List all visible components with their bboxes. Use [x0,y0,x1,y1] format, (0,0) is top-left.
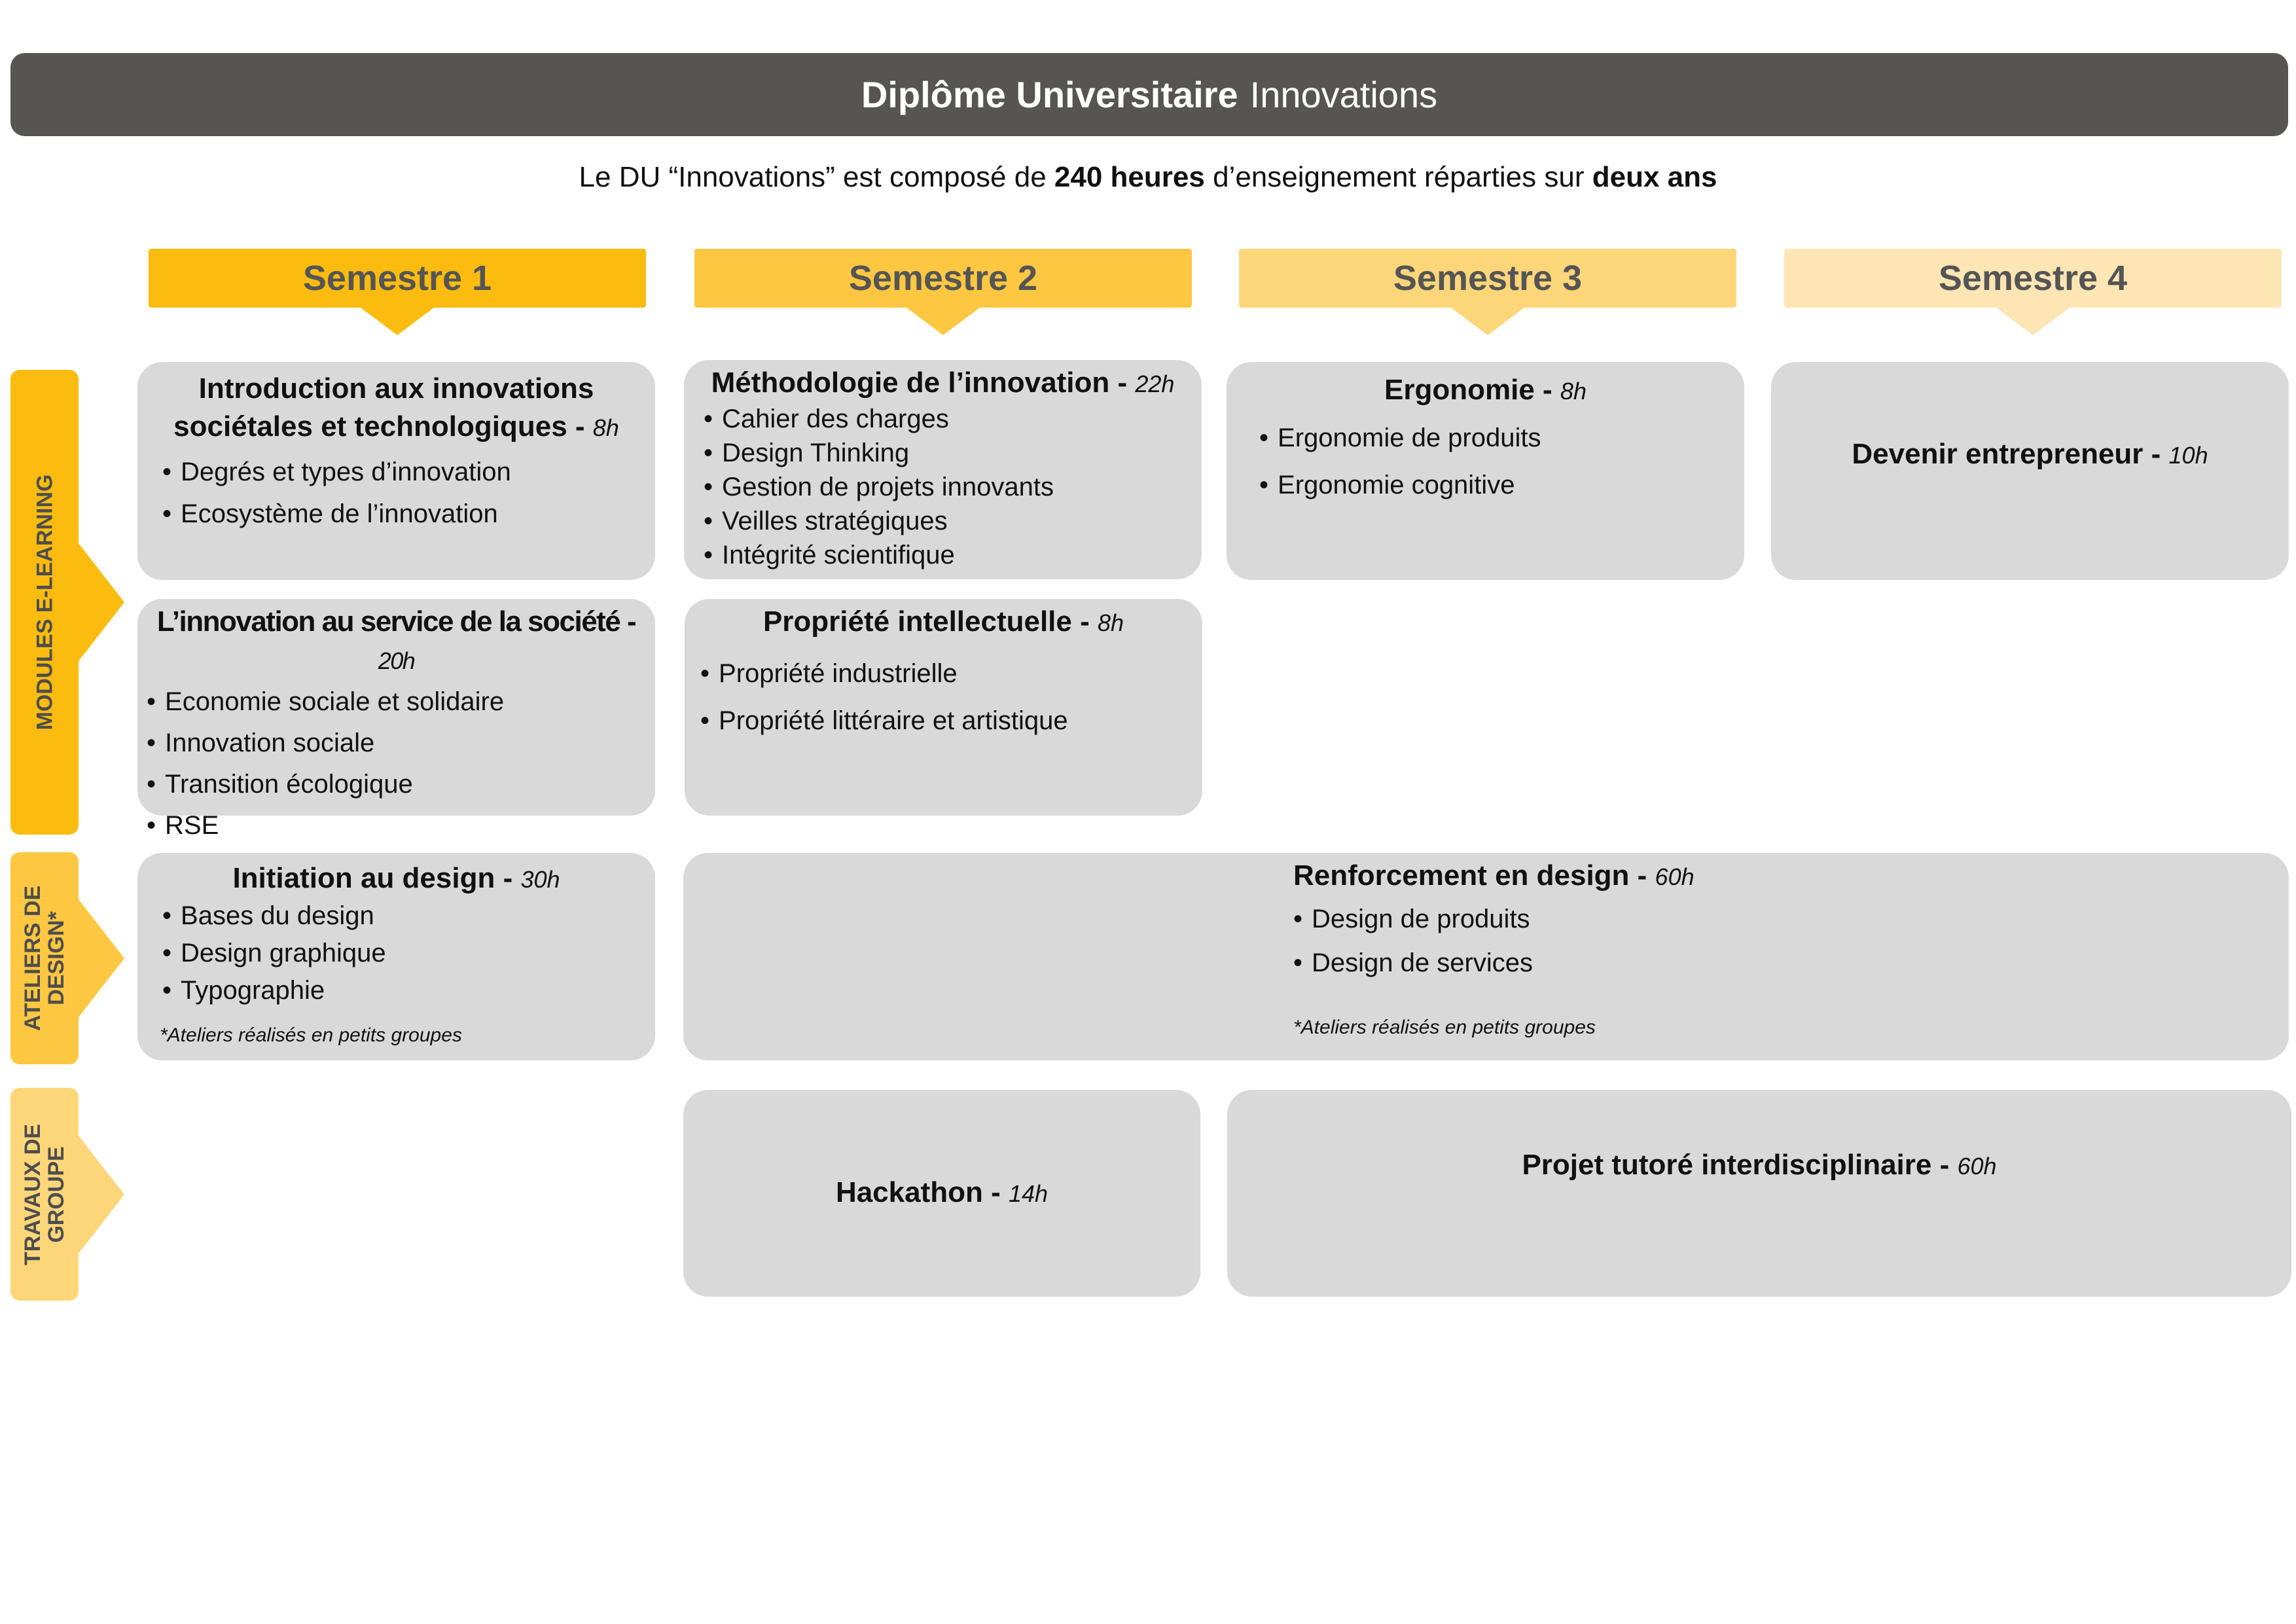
list-item: Design de services [1293,941,1695,985]
module-intro-innovations: Introduction aux innovations sociétales … [137,362,655,580]
list-item: Gestion de projets innovants [704,470,1202,504]
semester-1-label: Semestre 1 [302,259,492,298]
module-propriete-intellectuelle: Propriété intellectuelle - 8h Propriété … [685,599,1202,816]
module-methodologie: Méthodologie de l’innovation - 22h Cahie… [684,360,1202,579]
list-item: Economie sociale et solidaire [147,681,655,723]
module-devenir-entrepreneur: Devenir entrepreneur - 10h [1771,362,2289,580]
list-item: Transition écologique [147,764,655,805]
module-initiation-design: Initiation au design - 30h Bases du desi… [137,853,655,1060]
list-item: Propriété industrielle [700,650,1202,697]
module-propriete-title: Propriété intellectuelle - 8h [762,605,1124,638]
list-item: Ergonomie de produits [1259,414,1744,461]
module-renforcement-list: Design de produits Design de services [1293,897,1695,985]
semester-2-label: Semestre 2 [848,259,1038,298]
title-bold: Diplôme Universitaire [861,74,1238,115]
module-projet-tutore: Projet tutoré interdisciplinaire - 60h [1227,1090,2291,1297]
module-entrepreneur-title: Devenir entrepreneur - 10h [1852,438,2208,470]
list-item: Design de produits [1293,897,1695,941]
module-ergonomie: Ergonomie - 8h Ergonomie de produits Erg… [1227,362,1744,580]
list-item: Bases du design [162,897,655,935]
module-initiation-title: Initiation au design - 30h [232,862,560,894]
module-renforcement-title: Renforcement en design - 60h [1293,859,1695,892]
list-item: Typographie [162,972,655,1009]
title-bar: Diplôme Universitaire Innovations [10,53,2288,136]
semester-3-label: Semestre 3 [1393,259,1583,298]
list-item: Intégrité scientifique [704,538,1202,572]
subtitle-duration: deux ans [1592,161,1717,193]
semester-1-header: Semestre 1 [149,249,646,335]
module-innovation-societe: L’innovation au service de la société - … [137,599,655,840]
semester-2-header: Semestre 2 [694,249,1192,335]
subtitle: Le DU “Innovations” est composé de 240 h… [0,161,2296,194]
subtitle-hours: 240 heures [1054,161,1205,193]
list-item: RSE [147,805,655,846]
module-hackathon: Hackathon - 14h [683,1090,1200,1297]
list-item: Innovation sociale [147,723,655,764]
list-item: Propriété littéraire et artistique [700,697,1202,744]
list-item: Cahier des charges [704,402,1202,436]
module-societe-list: Economie sociale et solidaire Innovation… [147,681,655,846]
module-intro-title: Introduction aux innovations sociétales … [173,372,619,442]
module-initiation-list: Bases du design Design graphique Typogra… [162,897,655,1009]
title-light: Innovations [1249,74,1438,115]
module-methodo-title: Méthodologie de l’innovation - 22h [711,367,1175,399]
renforcement-note: *Ateliers réalisés en petits groupes [1293,1017,1596,1038]
module-intro-list: Degrés et types d’innovation Ecosystème … [162,451,655,535]
semester-3-header: Semestre 3 [1239,249,1736,335]
module-methodo-list: Cahier des charges Design Thinking Gesti… [704,402,1202,572]
module-ergonomie-list: Ergonomie de produits Ergonomie cognitiv… [1259,414,1744,509]
side-elearning-label: MODULES E-LEARNING [32,474,57,731]
list-item: Degrés et types d’innovation [162,451,655,493]
list-item: Design Thinking [704,436,1202,470]
list-item: Design graphique [162,935,655,972]
module-societe-title: L’innovation au service de la société - … [156,605,637,674]
module-hackathon-title: Hackathon - 14h [835,1176,1049,1208]
list-item: Veilles stratégiques [704,504,1202,538]
subtitle-text-2: d’enseignement réparties sur [1204,161,1592,193]
list-item: Ecosystème de l’innovation [162,493,655,535]
initiation-note: *Ateliers réalisés en petits groupes [160,1024,462,1046]
module-projet-title: Projet tutoré interdisciplinaire - 60h [1522,1149,1997,1181]
semester-4-header: Semestre 4 [1784,249,2282,335]
side-modules-elearning: MODULES E-LEARNING [10,370,79,835]
semester-4-label: Semestre 4 [1938,259,2128,298]
module-propriete-list: Propriété industrielle Propriété littéra… [700,650,1202,744]
module-ergonomie-title: Ergonomie - 8h [1384,374,1587,406]
subtitle-text-1: Le DU “Innovations” est composé de [579,161,1054,193]
list-item: Ergonomie cognitive [1259,461,1744,509]
module-renforcement-design: Renforcement en design - 60h Design de p… [683,853,2289,1060]
